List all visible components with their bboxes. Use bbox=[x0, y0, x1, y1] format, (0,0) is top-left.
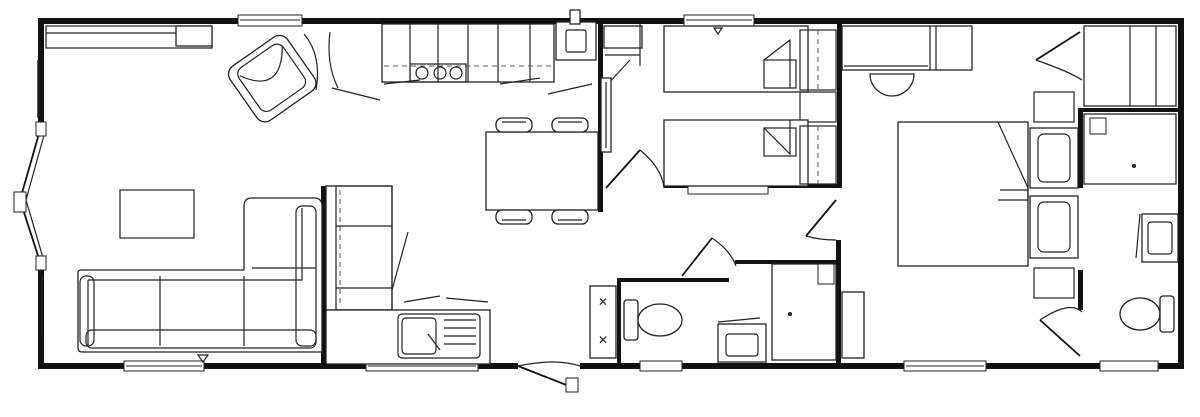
bedroom-twin bbox=[605, 25, 837, 189]
bed-icon bbox=[663, 119, 809, 187]
window-icon bbox=[683, 14, 755, 27]
window-icon bbox=[687, 185, 769, 195]
bay-window bbox=[13, 60, 47, 336]
armchair-icon bbox=[227, 34, 317, 123]
chair-icon bbox=[495, 209, 533, 225]
dining-table-icon bbox=[485, 117, 599, 225]
toilet-icon bbox=[1119, 295, 1175, 333]
sink-icon bbox=[1141, 213, 1179, 263]
windows bbox=[13, 14, 1159, 372]
door-swing-icon bbox=[605, 149, 665, 189]
wc-shower: ✕ ✕ bbox=[589, 199, 865, 363]
window-icon bbox=[903, 360, 987, 372]
lounge bbox=[45, 25, 323, 364]
svg-text:✕: ✕ bbox=[598, 333, 608, 347]
kitchen bbox=[325, 9, 643, 393]
hob-icon bbox=[409, 63, 467, 83]
window-icon bbox=[639, 360, 683, 372]
shower-icon bbox=[771, 263, 837, 361]
window-icon bbox=[1099, 360, 1159, 372]
shower-icon bbox=[1083, 113, 1177, 185]
door-swing-icon bbox=[1039, 306, 1083, 357]
master-bedroom bbox=[841, 25, 1177, 357]
sink-icon bbox=[717, 323, 767, 363]
outer-walls bbox=[38, 18, 1184, 369]
svg-text:✕: ✕ bbox=[598, 295, 608, 309]
coffee-table bbox=[119, 189, 195, 239]
door-swing-icon bbox=[1035, 31, 1083, 81]
sofa-icon bbox=[77, 197, 323, 353]
door-swing-icon bbox=[681, 237, 737, 277]
double-bed-icon bbox=[897, 121, 1029, 267]
window-icon bbox=[237, 14, 303, 27]
toilet-icon bbox=[623, 299, 683, 341]
chair-icon bbox=[551, 117, 589, 133]
sink-icon bbox=[397, 313, 481, 359]
ensuite bbox=[1083, 113, 1179, 333]
chair-icon bbox=[495, 117, 533, 133]
door-swing-icon bbox=[517, 361, 581, 393]
chair-icon bbox=[551, 209, 589, 225]
bed-icon bbox=[663, 25, 809, 93]
door-swing-icon bbox=[805, 199, 837, 241]
window-icon bbox=[123, 360, 205, 372]
